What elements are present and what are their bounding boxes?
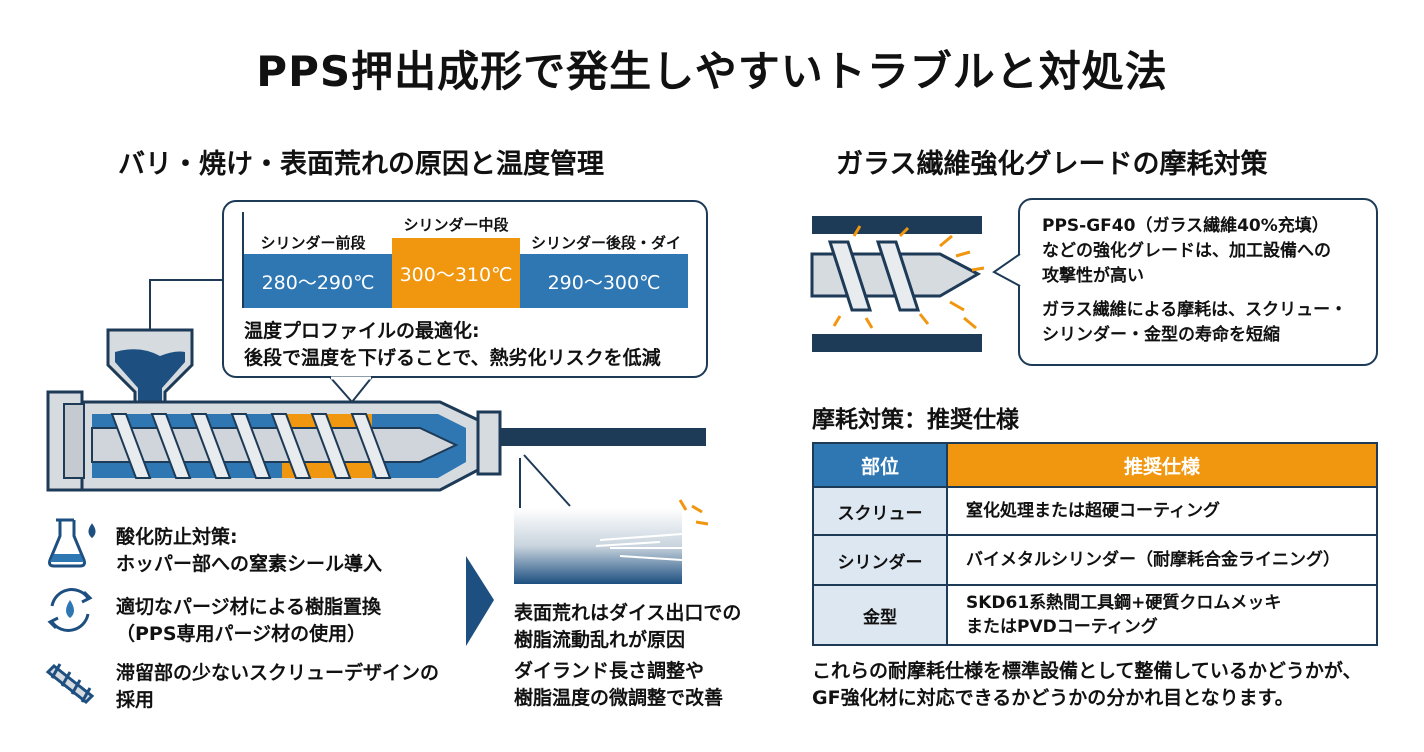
- measure-3-line1: 滞留部の少ないスクリューデザインの: [116, 662, 440, 684]
- page-title: PPS押出成形で発生しやすいトラブルと対処法: [256, 47, 1168, 96]
- wear-spec-table: 部位 推奨仕様 スクリュー 窒化処理または超硬コーティング シリンダー バイメタ…: [812, 442, 1378, 646]
- conclusion-line2: GF強化材に対応できるかどうかの分かれ目となります。: [812, 687, 1294, 709]
- surface-note-line3: ダイランド長さ調整や: [514, 660, 705, 682]
- profile-note-line1: 温度プロファイルの最適化:: [244, 320, 480, 342]
- gf-callout-line5: シリンダー・金型の寿命を短縮: [1042, 325, 1280, 345]
- table-row: スクリュー 窒化処理または超硬コーティング: [812, 486, 1378, 536]
- temperature-callout: シリンダー前段 シリンダー中段 シリンダー後段・ダイ 280〜290℃ 300〜…: [222, 200, 708, 378]
- surface-note-line1: 表面荒れはダイス出口での: [514, 602, 742, 624]
- zone-front-label: シリンダー前段: [260, 234, 366, 252]
- gf-callout-tail: [992, 253, 1022, 287]
- profile-note-line2: 後段で温度を下げることで、熱劣化リスクを低減: [244, 347, 661, 369]
- table-row: 金型 SKD61系熱間工具鋼+硬質クロムメッキ またはPVDコーティング: [812, 584, 1378, 646]
- measure-1-line1: 酸化防止対策:: [116, 526, 238, 548]
- flask-icon: [48, 518, 96, 568]
- chart-axis-line: [242, 212, 244, 308]
- zone-rear-band: 290〜300℃: [520, 254, 688, 308]
- recycle-droplet-icon: [47, 588, 93, 632]
- gf-wear-callout: PPS-GF40（ガラス繊維40%充填） などの強化グレードは、加工設備への 攻…: [1018, 198, 1378, 366]
- gf-callout-line2: などの強化グレードは、加工設備への: [1042, 241, 1331, 261]
- table-header-part: 部位: [812, 442, 948, 488]
- wear-screw-illustration: [810, 216, 985, 352]
- measure-1-line2: ホッパー部への窒素シール導入: [116, 553, 383, 575]
- gf-callout-line1: PPS-GF40（ガラス繊維40%充填）: [1042, 216, 1329, 236]
- conclusion-line1: これらの耐摩耗仕様を標準設備として整備しているかどうかが、: [812, 660, 1362, 682]
- measure-3-line2: 採用: [116, 689, 155, 711]
- zone-rear-label: シリンダー後段・ダイ: [530, 234, 681, 252]
- zone-middle-label: シリンダー中段: [403, 216, 509, 234]
- gf-callout-line4: ガラス繊維による摩耗は、スクリュー・: [1042, 300, 1348, 320]
- table-header-row: 部位 推奨仕様: [812, 442, 1378, 488]
- surface-note-line4: 樹脂温度の微調整で改善: [514, 687, 724, 709]
- spec-heading: 摩耗対策：推奨仕様: [812, 407, 1019, 433]
- right-section-heading: ガラス繊維強化グレードの摩耗対策: [836, 149, 1268, 180]
- measure-2-line2: （PPS専用パージ材の使用）: [116, 623, 367, 645]
- table-cell-part: スクリュー: [812, 486, 948, 536]
- left-section-heading: バリ・焼け・表面荒れの原因と温度管理: [118, 149, 604, 180]
- table-cell-spec: 窒化処理または超硬コーティング: [946, 486, 1378, 536]
- table-row: シリンダー バイメタルシリンダー（耐摩耗合金ライニング）: [812, 534, 1378, 586]
- table-cell-part: シリンダー: [812, 534, 948, 586]
- zone-middle-band: 300〜310℃: [392, 238, 520, 308]
- table-header-spec: 推奨仕様: [946, 442, 1378, 488]
- zone-front-band: 280〜290℃: [244, 254, 392, 308]
- table-cell-spec: バイメタルシリンダー（耐摩耗合金ライニング）: [946, 534, 1378, 586]
- screw-icon: [45, 663, 95, 705]
- table-cell-spec: SKD61系熱間工具鋼+硬質クロムメッキ またはPVDコーティング: [946, 584, 1378, 646]
- surface-note-line2: 樹脂流動乱れが原因: [514, 629, 686, 651]
- measure-2-line1: 適切なパージ材による樹脂置換: [116, 596, 382, 618]
- table-cell-part: 金型: [812, 584, 948, 646]
- gf-callout-line3: 攻撃性が高い: [1042, 266, 1144, 286]
